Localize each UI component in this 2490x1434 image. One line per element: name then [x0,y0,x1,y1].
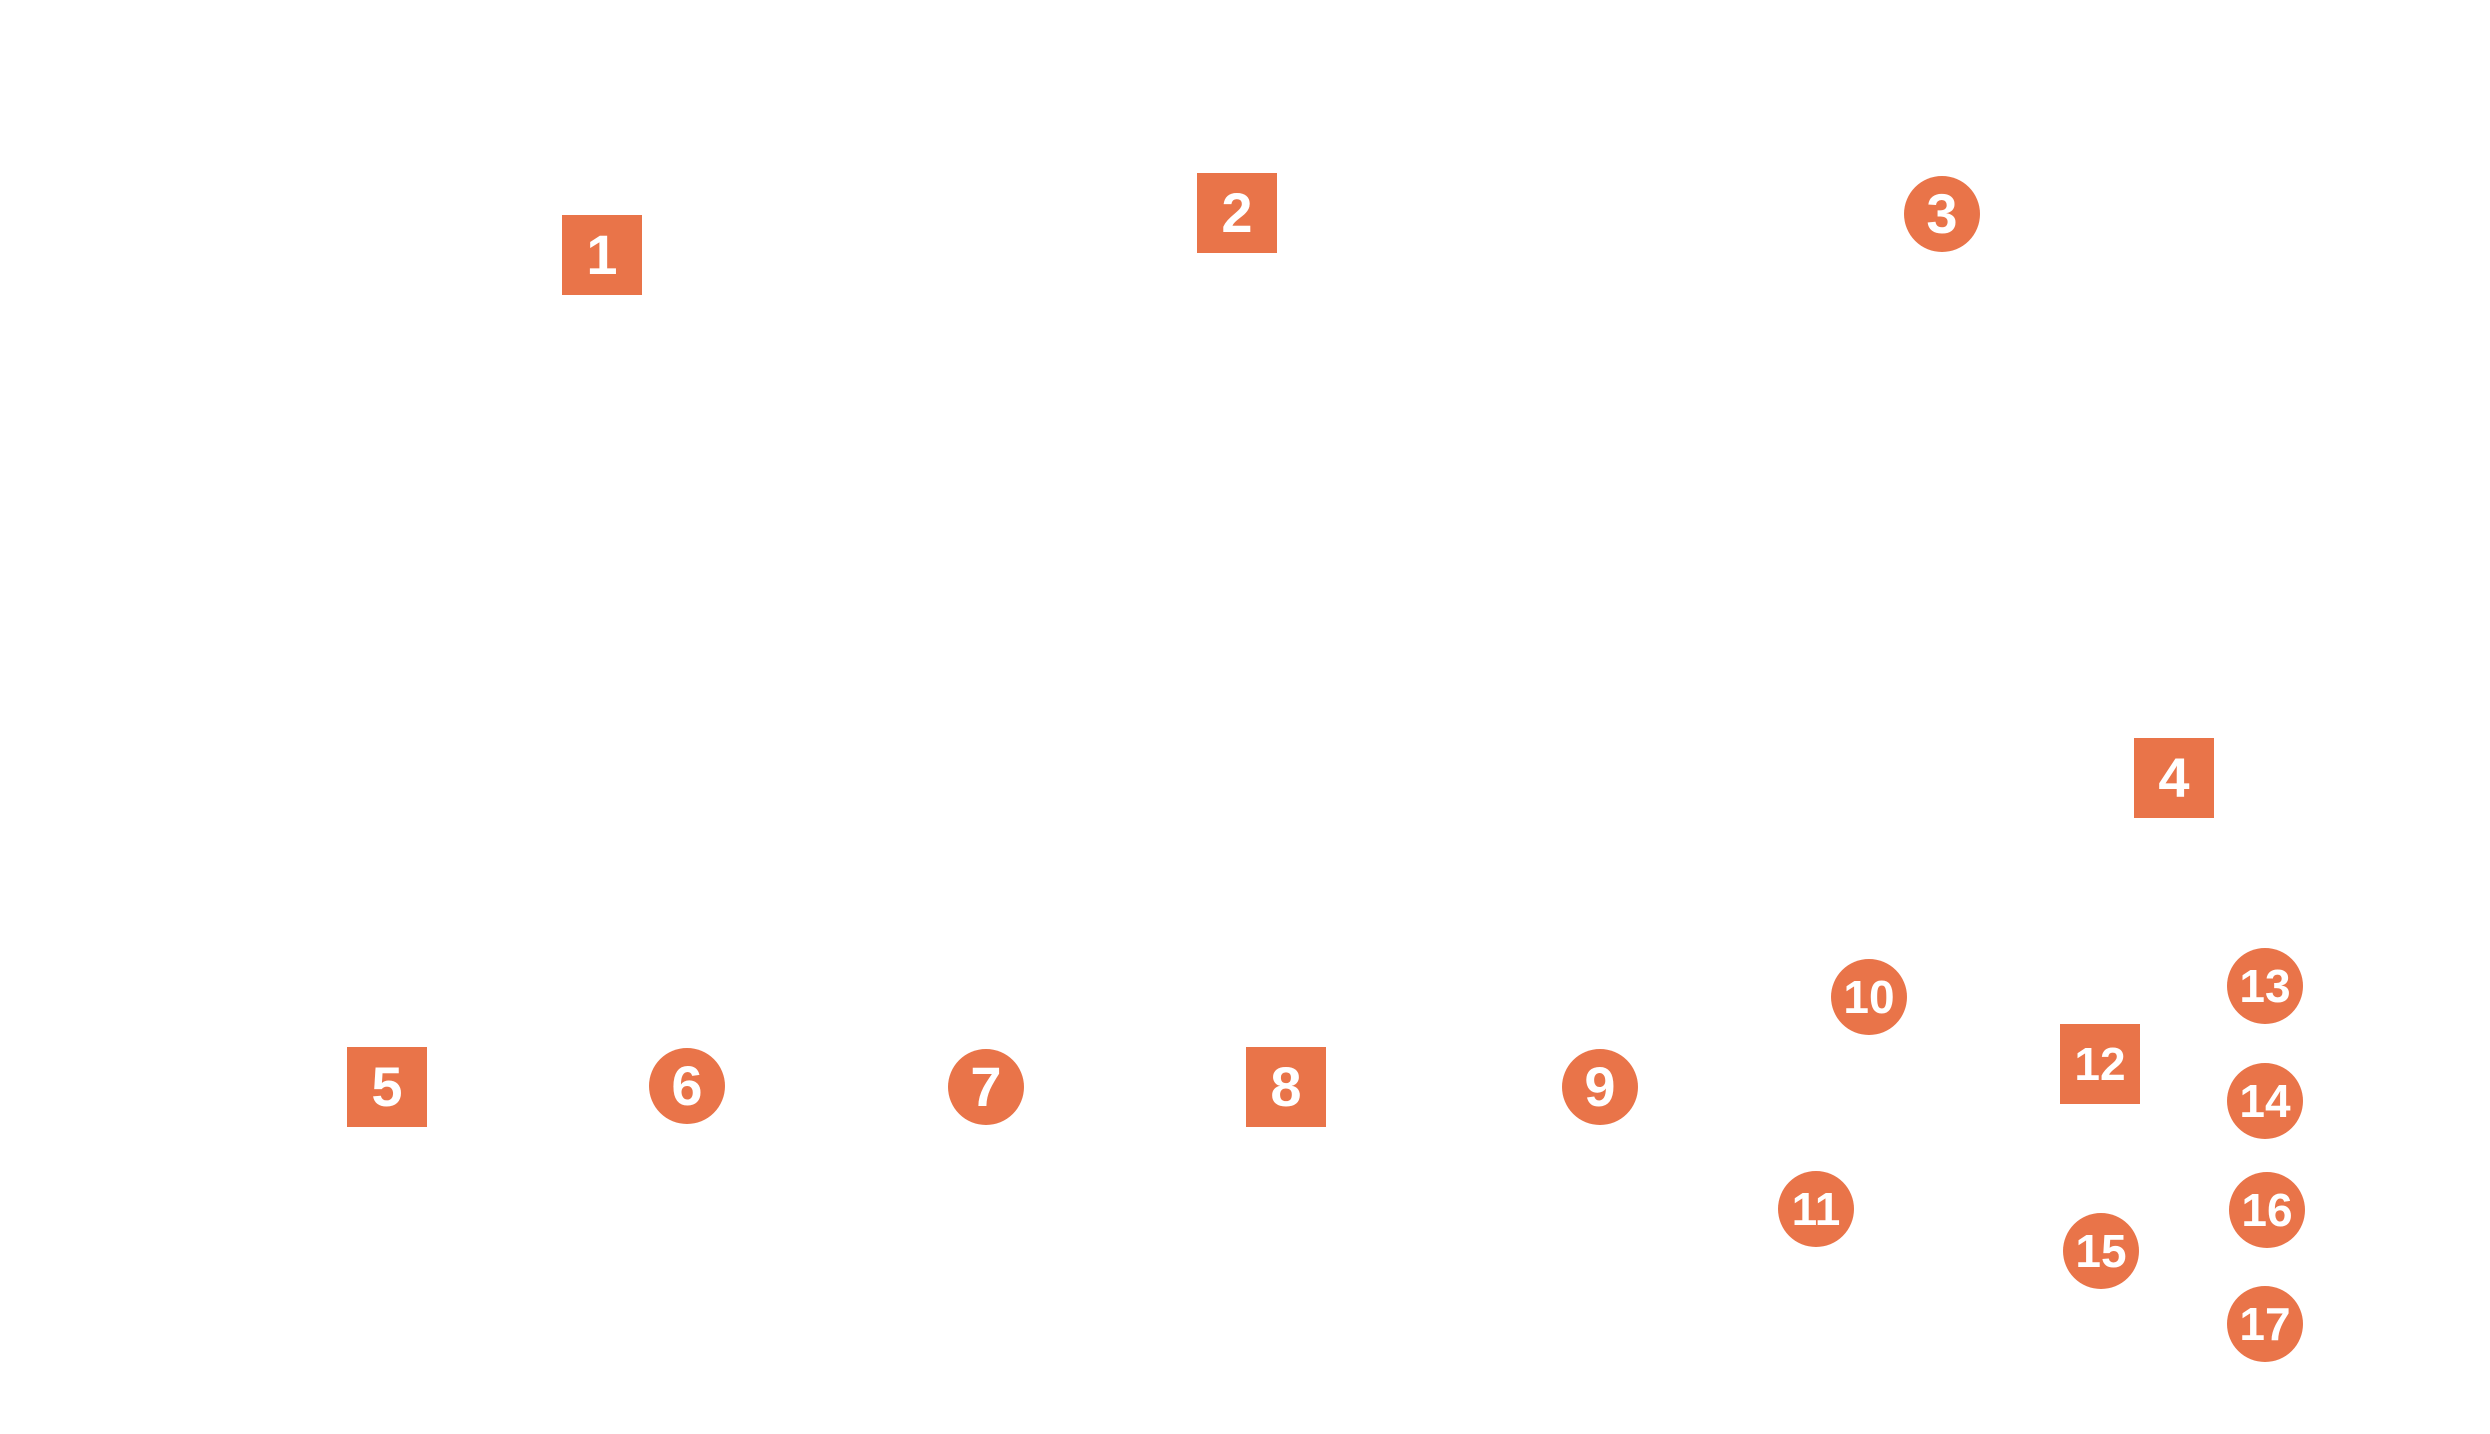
som-marker-1[interactable]: 1 [562,215,642,295]
som-marker-9[interactable]: 9 [1562,1049,1638,1125]
som-marker-17[interactable]: 17 [2227,1286,2303,1362]
som-marker-6[interactable]: 6 [649,1048,725,1124]
som-marker-14[interactable]: 14 [2227,1063,2303,1139]
som-marker-12[interactable]: 12 [2060,1024,2140,1104]
som-marker-16[interactable]: 16 [2229,1172,2305,1248]
som-marker-13[interactable]: 13 [2227,948,2303,1024]
som-marker-3[interactable]: 3 [1904,176,1980,252]
som-marker-8[interactable]: 8 [1246,1047,1326,1127]
som-marker-15[interactable]: 15 [2063,1213,2139,1289]
som-marker-2[interactable]: 2 [1197,173,1277,253]
som-marker-11[interactable]: 11 [1778,1171,1854,1247]
som-marker-5[interactable]: 5 [347,1047,427,1127]
som-marker-10[interactable]: 10 [1831,959,1907,1035]
som-marker-4[interactable]: 4 [2134,738,2214,818]
som-marker-7[interactable]: 7 [948,1049,1024,1125]
